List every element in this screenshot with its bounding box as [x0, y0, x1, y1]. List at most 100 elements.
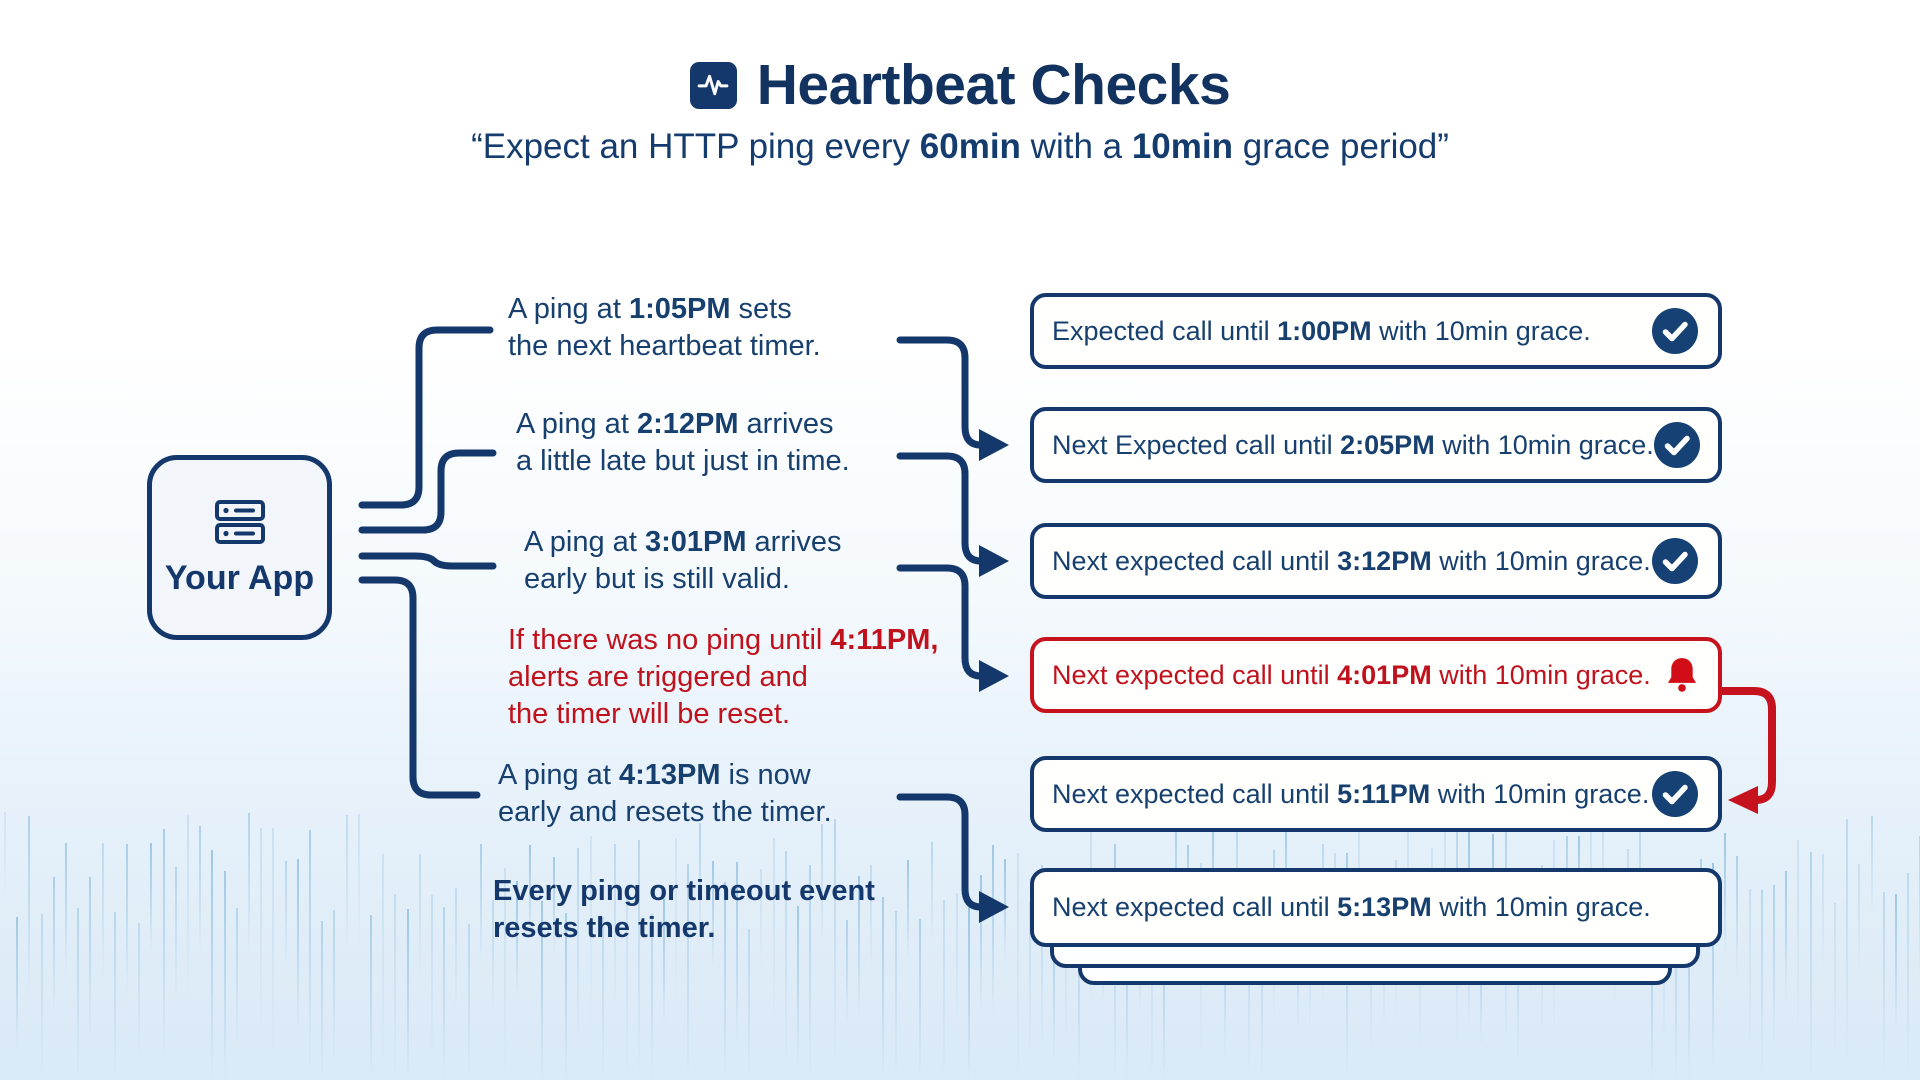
connector-app-to-note5 — [358, 576, 481, 799]
note-line: a little late but just in time. — [516, 445, 850, 477]
note-1: A ping at 1:05PM sets the next heartbeat … — [508, 291, 821, 365]
arrow-into-box2 — [979, 429, 1009, 461]
wave-bar — [809, 865, 812, 1080]
wave-bar — [711, 861, 714, 970]
wave-bar — [870, 865, 873, 974]
your-app-box: Your App — [147, 455, 332, 640]
wave-bar — [296, 859, 299, 1030]
wave-bar — [1870, 816, 1873, 916]
wave-bar — [126, 844, 128, 994]
wave-bar — [187, 815, 189, 1000]
wave-bar — [662, 899, 665, 1024]
arrow-into-box4 — [979, 660, 1009, 692]
arrowheads — [979, 429, 1009, 923]
page-title: Heartbeat Checks — [756, 53, 1231, 117]
note-line: the timer will be reset. — [508, 698, 791, 730]
wave-bar — [1760, 890, 1763, 1075]
wave-bar — [589, 836, 592, 1034]
wave-bar — [150, 843, 153, 954]
wave-bar — [626, 885, 629, 1080]
wave-bar — [553, 857, 555, 956]
wave-bar — [687, 864, 690, 1080]
wave-bar — [1809, 852, 1812, 1080]
wave-bar — [260, 828, 263, 1038]
wave-bar — [1821, 854, 1824, 978]
note-line: alerts are triggered and — [508, 661, 808, 693]
note-2: A ping at 2:12PM arrives a little late bu… — [516, 406, 850, 480]
page-header: Heartbeat Checks — [0, 52, 1920, 118]
wave-bar — [321, 921, 324, 1080]
note-line: the next heartbeat timer. — [508, 330, 821, 362]
note-line: early and resets the timer. — [498, 796, 832, 828]
wave-bar — [931, 842, 934, 941]
bell-icon — [1666, 657, 1698, 693]
wave-bar — [455, 888, 458, 1015]
wave-bar — [4, 812, 6, 907]
wave-bar — [882, 897, 885, 1080]
connector-note5-to-box6 — [896, 793, 985, 911]
wave-bar — [174, 867, 177, 998]
timeline-box-1: Expected call until 1:00PM with 10min gr… — [1030, 293, 1722, 369]
check-circle-icon — [1652, 308, 1698, 354]
wave-bar — [784, 851, 787, 1067]
wave-bar — [309, 830, 311, 1072]
wave-bar — [1077, 908, 1080, 1080]
note-line: A ping at 3:01PM arrives — [524, 526, 842, 558]
wave-bar — [528, 845, 531, 941]
connector-note2-to-box3 — [896, 452, 985, 565]
wave-bar — [797, 906, 799, 1066]
wave-bar — [492, 900, 494, 1013]
wave-bar — [1846, 819, 1849, 1063]
wave-bar — [1858, 864, 1861, 975]
wave-bar — [1248, 918, 1251, 1080]
server-icon — [213, 498, 267, 551]
wave-bar — [52, 877, 55, 1015]
wave-bar — [845, 920, 848, 1024]
alert-reset-connector — [1718, 687, 1776, 814]
wave-bar — [65, 843, 67, 977]
app-label: Your App — [164, 558, 315, 597]
wave-bar — [1748, 889, 1751, 1054]
wave-bar — [248, 813, 250, 955]
wave-bar — [760, 869, 763, 972]
timeline-box-text: Next Expected call until 2:05PM with 10m… — [1052, 429, 1654, 460]
wave-bar — [28, 816, 31, 999]
wave-bar — [101, 843, 104, 985]
note-line: early but is still valid. — [524, 563, 790, 595]
note-line: A ping at 1:05PM sets — [508, 293, 792, 325]
wave-bar — [370, 915, 372, 1080]
wave-bar — [1834, 903, 1836, 1059]
wave-bar — [894, 911, 897, 1080]
wave-bar — [565, 913, 568, 1080]
wave-bar — [1675, 925, 1678, 1080]
note-line: A ping at 2:12PM arrives — [516, 408, 834, 440]
wave-bar — [357, 814, 360, 958]
wave-bar — [601, 917, 604, 1080]
wave-bar — [431, 895, 433, 1056]
wave-bar — [479, 844, 482, 965]
wave-bar — [516, 881, 519, 996]
wave-bar — [504, 868, 507, 1080]
note-line: resets the timer. — [493, 912, 716, 944]
page-subtitle: “Expect an HTTP ping every 60min with a … — [471, 127, 1449, 166]
wave-bar — [1687, 895, 1690, 1080]
wave-bar — [1724, 833, 1727, 956]
wave-bar — [955, 893, 958, 1026]
wave-bar — [443, 907, 446, 1080]
note-line: If there was no ping until 4:11PM, — [508, 624, 939, 656]
wave-bar — [943, 900, 946, 1080]
connector-app-to-note3 — [358, 552, 497, 570]
note-3: A ping at 3:01PM arrives early but is sti… — [524, 524, 842, 598]
wave-bar — [394, 894, 397, 1080]
wave-bar — [418, 854, 421, 980]
timeline-box-text: Next expected call until 5:11PM with 10m… — [1052, 778, 1650, 809]
wave-bar — [162, 829, 165, 1059]
wave-bar — [723, 882, 726, 1080]
timeline-box-4: Next expected call until 4:01PM with 10m… — [1030, 637, 1722, 713]
wave-bar — [211, 850, 214, 1080]
wave-bar — [992, 845, 995, 1016]
wave-bar — [1773, 885, 1775, 1048]
arrow-into-box6 — [979, 891, 1009, 923]
connector-app-to-note1 — [358, 326, 494, 509]
